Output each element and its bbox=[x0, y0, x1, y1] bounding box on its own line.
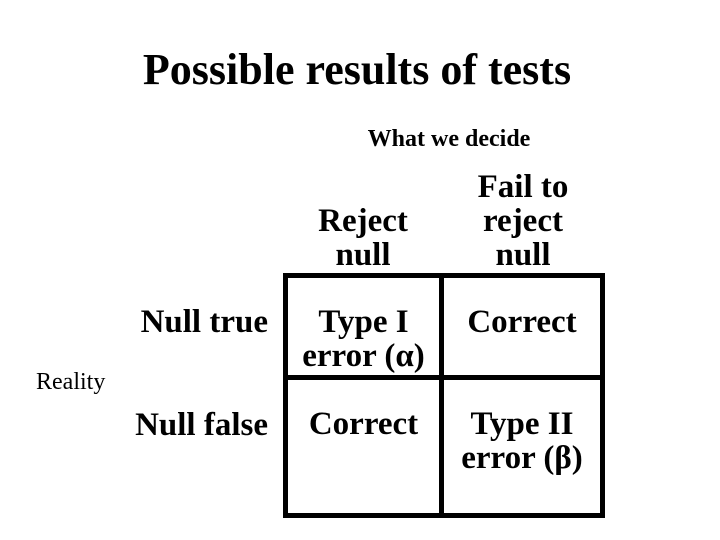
slide-title: Possible results of tests bbox=[142, 45, 572, 94]
cell-correct-bottom: Correct bbox=[288, 380, 439, 513]
column-header-line: null bbox=[495, 237, 551, 273]
cell-line: error (β) bbox=[461, 440, 583, 476]
cell-line: Correct bbox=[467, 304, 577, 340]
cell-line: error (α) bbox=[302, 338, 425, 374]
cell-type-2-error: Type II error (β) bbox=[444, 380, 600, 513]
reality-axis-label: Reality bbox=[36, 369, 106, 395]
column-header-fail-to-reject-null: Fail to reject null bbox=[442, 170, 604, 272]
column-header-line: Fail to bbox=[477, 169, 569, 205]
column-header-line: reject bbox=[483, 203, 563, 239]
outcome-table: Type I error (α) Correct Correct Type II… bbox=[283, 273, 605, 518]
column-header-reject-null: Reject null bbox=[283, 204, 443, 272]
cell-line: Type II bbox=[470, 406, 574, 442]
table-row-divider bbox=[288, 375, 600, 380]
cell-correct-top: Correct bbox=[444, 278, 600, 375]
cell-line: Type I bbox=[318, 304, 409, 340]
row-header-null-false: Null false bbox=[135, 407, 268, 443]
cell-type-1-error: Type I error (α) bbox=[288, 278, 439, 375]
decide-axis-label: What we decide bbox=[367, 126, 531, 152]
table-column-divider bbox=[439, 278, 444, 513]
column-header-line: null bbox=[335, 237, 391, 273]
column-header-line: Reject bbox=[318, 203, 408, 239]
row-header-null-true: Null true bbox=[140, 304, 268, 340]
cell-line: Correct bbox=[308, 406, 419, 442]
